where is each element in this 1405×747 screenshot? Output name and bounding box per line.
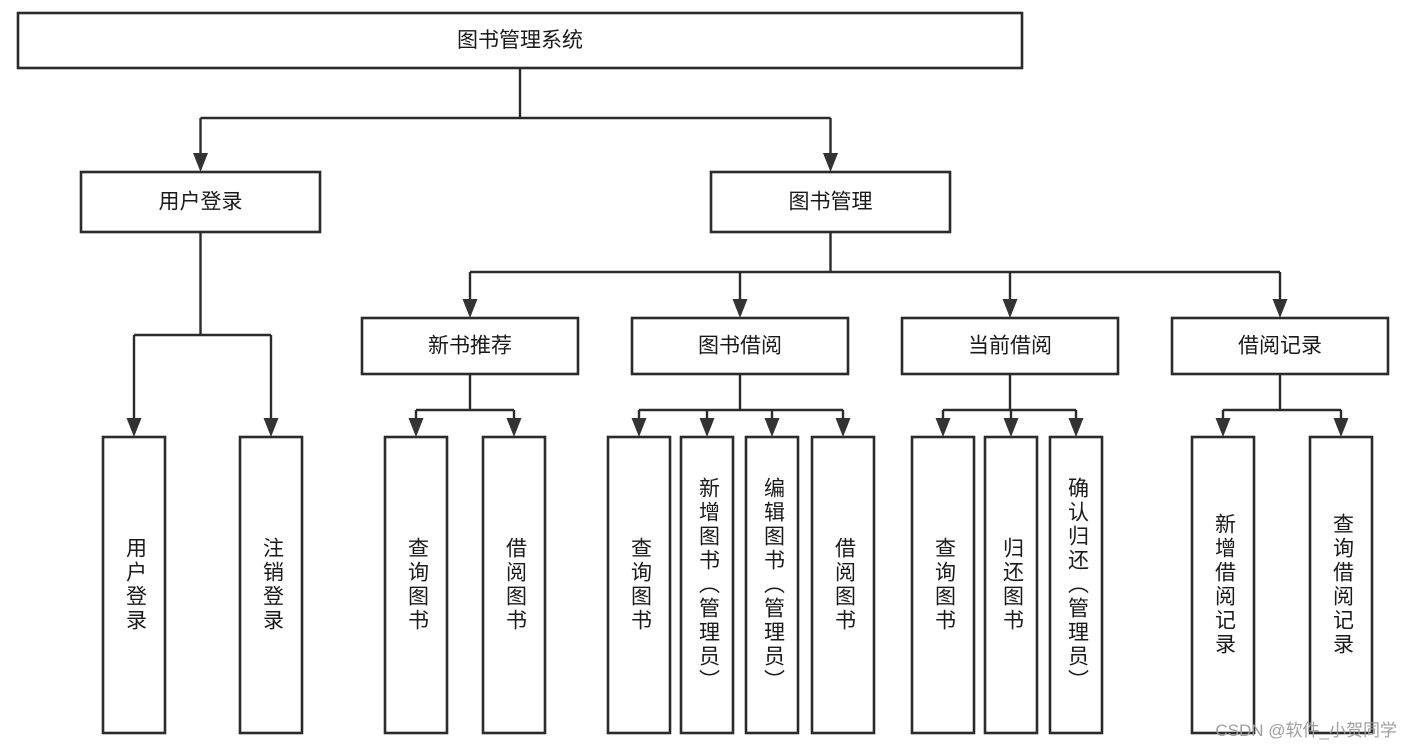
root-to-level2-1-arrowhead-icon bbox=[823, 153, 838, 172]
level2-node-label-1: 图书管理 bbox=[789, 191, 873, 214]
level3-node-label-1: 图书借阅 bbox=[698, 335, 782, 358]
leaf-node-box-12[interactable] bbox=[1308, 435, 1374, 735]
leaf-node-box-5[interactable] bbox=[679, 435, 735, 735]
book-mgmt-to-level3-1-arrowhead-icon bbox=[732, 299, 748, 318]
leaf-node-box-6[interactable] bbox=[744, 435, 800, 735]
leaf-node-box-7[interactable] bbox=[810, 435, 876, 735]
leaf-node-box-0[interactable] bbox=[101, 435, 167, 735]
level3-1-to-leaf-0-arrowhead-icon bbox=[631, 418, 647, 437]
level3-node-label-0: 新书推荐 bbox=[428, 335, 512, 358]
level3-0-to-leaf-0-arrowhead-icon bbox=[408, 418, 424, 437]
level3-2-to-leaf-1-arrowhead-icon bbox=[1003, 418, 1019, 437]
level3-0-to-leaf-1-arrowhead-icon bbox=[506, 418, 522, 437]
level3-node-label-2: 当前借阅 bbox=[968, 335, 1052, 358]
root-node-label: 图书管理系统 bbox=[457, 29, 583, 52]
level3-node-box-0[interactable] bbox=[360, 316, 580, 376]
level3-3-to-leaf-1-arrowhead-icon bbox=[1333, 418, 1349, 437]
level3-2-to-leaf-0-arrowhead-icon bbox=[935, 418, 951, 437]
level3-3-to-leaf-0-arrowhead-icon bbox=[1215, 418, 1231, 437]
user-login-to-leaf-0-arrowhead-icon bbox=[126, 418, 142, 437]
level3-1-to-leaf-1-arrowhead-icon bbox=[699, 418, 715, 437]
leaf-node-box-9[interactable] bbox=[983, 435, 1039, 735]
leaf-node-box-8[interactable] bbox=[910, 435, 976, 735]
watermark-text: CSDN @软件_小贺同学 bbox=[1215, 721, 1397, 740]
leaf-node-box-11[interactable] bbox=[1190, 435, 1256, 735]
level3-2-to-leaf-2-arrowhead-icon bbox=[1068, 418, 1084, 437]
level3-node-box-3[interactable] bbox=[1170, 316, 1390, 376]
leaf-node-box-1[interactable] bbox=[238, 435, 304, 735]
level2-node-box-1[interactable] bbox=[709, 170, 952, 234]
user-login-to-leaf-1-arrowhead-icon bbox=[263, 418, 279, 437]
level3-node-box-2[interactable] bbox=[900, 316, 1120, 376]
level3-node-label-3: 借阅记录 bbox=[1238, 335, 1322, 358]
level3-1-to-leaf-2-arrowhead-icon bbox=[764, 418, 780, 437]
leaf-node-box-10[interactable] bbox=[1048, 435, 1104, 735]
leaf-node-box-3[interactable] bbox=[481, 435, 547, 735]
leaf-node-box-4[interactable] bbox=[606, 435, 672, 735]
root-node-box[interactable] bbox=[16, 11, 1024, 70]
root-to-level2-0-arrowhead-icon bbox=[193, 153, 208, 172]
book-mgmt-to-level3-2-arrowhead-icon bbox=[1002, 299, 1018, 318]
book-mgmt-to-level3-0-arrowhead-icon bbox=[462, 299, 478, 318]
level3-1-to-leaf-3-arrowhead-icon bbox=[835, 418, 851, 437]
node-boxes-layer bbox=[16, 11, 1390, 735]
level3-node-box-1[interactable] bbox=[630, 316, 850, 376]
level2-node-box-0[interactable] bbox=[79, 170, 322, 234]
connector-lines-layer bbox=[126, 68, 1349, 437]
level2-node-label-0: 用户登录 bbox=[159, 191, 243, 214]
book-mgmt-to-level3-3-arrowhead-icon bbox=[1272, 299, 1288, 318]
leaf-node-box-2[interactable] bbox=[383, 435, 449, 735]
